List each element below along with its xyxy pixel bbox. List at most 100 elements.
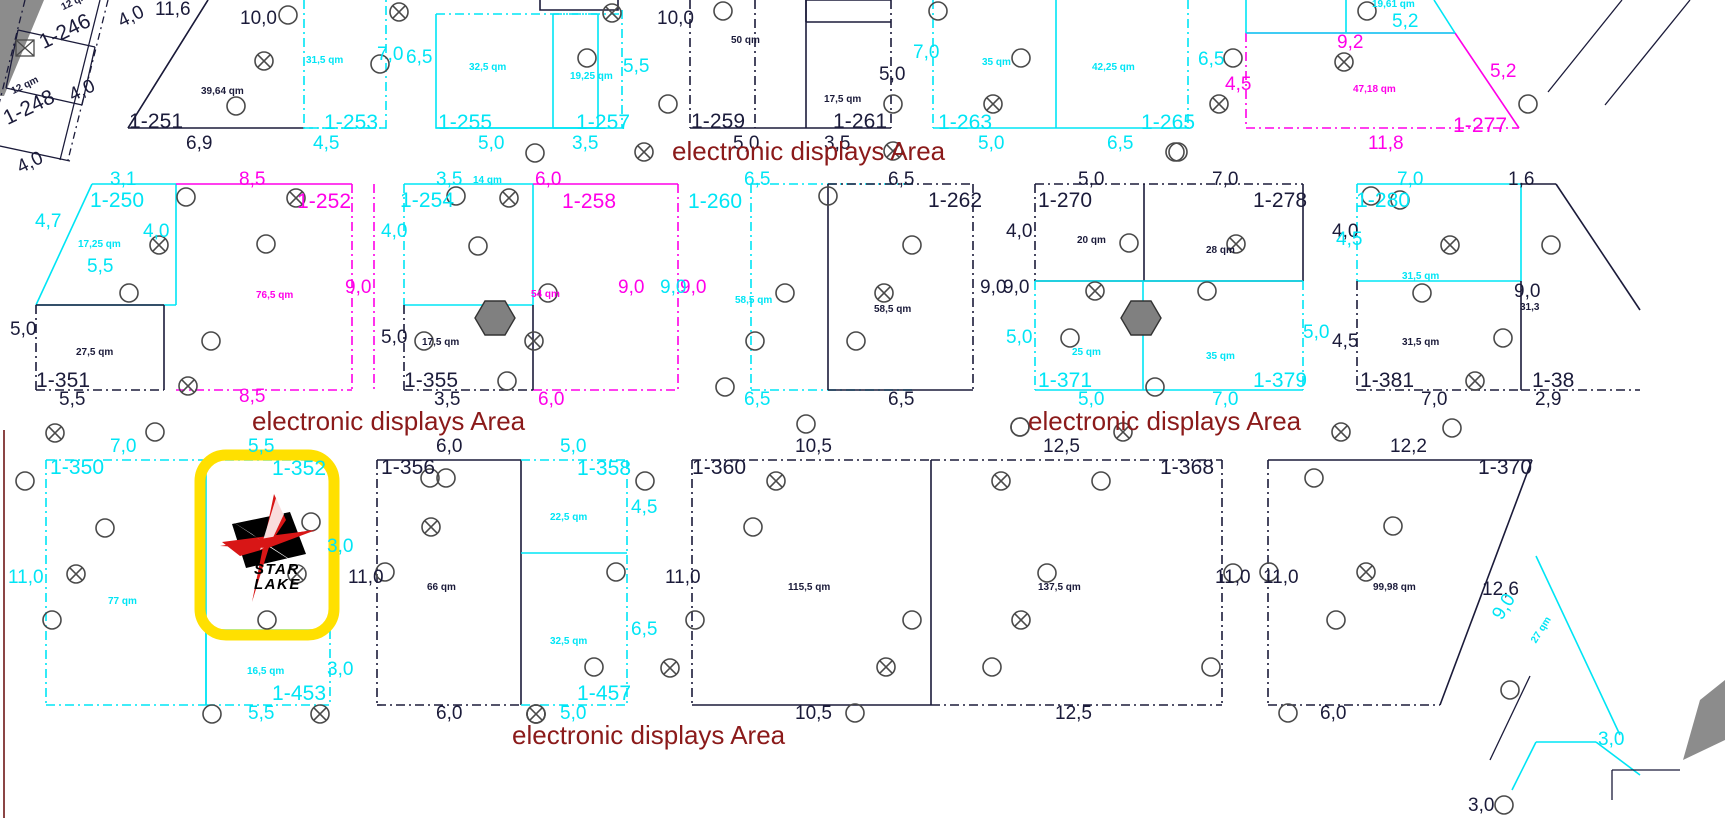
booth-1-254-outline[interactable]: [403, 183, 534, 306]
booth-1-260-outline[interactable]: [750, 183, 913, 391]
dimension-label: 9,0: [980, 277, 1007, 298]
booth-1-262-outline[interactable]: [827, 183, 974, 391]
dimension-label: 6,5: [888, 169, 915, 190]
booth-id-label[interactable]: 1-250: [90, 189, 145, 212]
booth-area-label: 137,5 qm: [1038, 582, 1081, 593]
dimension-label: 1,6: [1508, 169, 1535, 190]
booth-id-label[interactable]: 1-371: [1038, 369, 1093, 392]
dimension-label: 9,2: [1337, 32, 1364, 53]
booth-id-label[interactable]: 1-270: [1038, 189, 1093, 212]
booth-1-358-outline[interactable]: [521, 459, 628, 706]
booth-id-label[interactable]: 1-278: [1253, 189, 1308, 212]
booth-1-38-outline[interactable]: [1521, 183, 1641, 391]
dimension-label: 11,8: [1368, 133, 1404, 154]
booth-area-label: 19,25 qm: [570, 71, 613, 82]
dimension-label: 5,0: [560, 436, 587, 457]
booth-1-360-outline[interactable]: [691, 459, 932, 706]
booth-id-label[interactable]: 1-355: [404, 369, 459, 392]
booth-id-label[interactable]: 1-370: [1478, 456, 1533, 479]
booth-1-261-outline[interactable]: [805, 0, 892, 129]
booth-area-label: 17,5 qm: [422, 337, 460, 348]
booth-1-253-outline[interactable]: [303, 0, 387, 129]
booth-1-252-outline[interactable]: [176, 183, 353, 391]
booth-1-259-outline[interactable]: [689, 0, 807, 129]
booth-id-label[interactable]: 1-255: [438, 111, 493, 134]
dimension-label: 11,0: [1215, 567, 1251, 588]
booth-id-label[interactable]: 1-457: [577, 682, 632, 705]
dimension-label: 10,0: [240, 8, 277, 29]
booth-1-381-outline[interactable]: [1356, 281, 1522, 391]
booth-highlight-rect[interactable]: [194, 449, 340, 641]
booth-1-453-outline[interactable]: [205, 630, 331, 706]
dimension-label: 6,5: [1198, 49, 1225, 70]
booth-area-label: 99,98 qm: [1373, 582, 1416, 593]
dimension-label: 7,0: [913, 42, 940, 63]
dimension-label: 3,0: [327, 659, 354, 680]
booth-id-label[interactable]: 1-259: [691, 110, 746, 133]
area-title-label: electronic displays Area: [672, 136, 946, 166]
dimension-label: 5,0: [1006, 327, 1033, 348]
area-title-label: electronic displays Area: [512, 720, 786, 750]
dimension-label: 9,0: [680, 277, 707, 298]
booth-id-label[interactable]: 1-351: [36, 369, 91, 392]
booth-1-350-outline[interactable]: [45, 459, 207, 706]
booth-area-label: 35 qm: [982, 57, 1011, 68]
socket-icon: [15, 39, 35, 57]
booth-id-label[interactable]: 1-277: [1453, 114, 1508, 137]
booth-top-right-cyan-outline[interactable]: [1245, 0, 1456, 34]
booth-id-label[interactable]: 1-453: [272, 682, 327, 705]
booth-id-label[interactable]: 1-257: [576, 111, 631, 134]
dimension-label: 12,5: [1043, 436, 1080, 457]
dimension-label: 6,0: [436, 703, 463, 724]
booth-id-label[interactable]: 1-265: [1141, 111, 1196, 134]
booth-1-258-outline[interactable]: [373, 183, 679, 391]
dimension-label: 7,0: [1212, 389, 1239, 410]
dimension-label: 5,0: [879, 64, 906, 85]
booth-id-label[interactable]: 1-356: [381, 456, 436, 479]
booth-1-368-outline[interactable]: [931, 459, 1223, 706]
booth-id-label[interactable]: 1-254: [400, 189, 455, 212]
booth-1-280-outline[interactable]: [1356, 183, 1522, 282]
dimension-label: 10,0: [657, 8, 694, 29]
dimension-label: 9,0: [345, 277, 372, 298]
booth-1-355-outline[interactable]: [403, 305, 534, 391]
dimension-label: 11,6: [155, 0, 191, 20]
booth-id-label[interactable]: 1-252: [297, 190, 352, 213]
booth-bottom-right-cyan[interactable]: [1511, 555, 1641, 791]
booth-1-356-outline[interactable]: [376, 459, 522, 706]
dimension-label: 5,0: [1303, 322, 1330, 343]
bottom-right-diagonals: [1489, 675, 1680, 800]
booth-id-label[interactable]: 1-352: [272, 457, 327, 480]
dimension-label: 4,0: [1332, 221, 1359, 242]
dimension-label: 12,5: [1055, 703, 1092, 724]
dimension-label: 5,0: [1078, 389, 1105, 410]
dimension-label: 7,0: [1212, 169, 1239, 190]
booth-id-label[interactable]: 1-381: [1360, 369, 1415, 392]
booth-1-351-outline[interactable]: [35, 304, 165, 391]
booth-id-label[interactable]: 1-280: [1356, 189, 1411, 212]
booth-id-label[interactable]: 1-258: [562, 190, 617, 213]
booth-id-label[interactable]: 1-360: [692, 456, 747, 479]
booth-id-label[interactable]: 1-253: [324, 111, 379, 134]
booth-id-label[interactable]: 1-350: [50, 456, 105, 479]
booth-id-label[interactable]: 1-251: [129, 110, 184, 133]
booth-1-370-outline[interactable]: [1267, 459, 1533, 706]
booth-1-251-outline[interactable]: [127, 0, 304, 129]
dimension-label: 5,5: [623, 56, 650, 77]
booth-id-label[interactable]: 1-368: [1160, 456, 1215, 479]
booth-id-label[interactable]: 1-262: [928, 189, 983, 212]
booth-id-label[interactable]: 1-260: [688, 190, 743, 213]
dimension-label: 5,2: [1392, 11, 1419, 32]
dimension-label: 5,0: [478, 133, 505, 154]
dimension-label: 6,0: [538, 389, 565, 410]
booth-1-263-outline[interactable]: [932, 0, 1188, 129]
booth-id-label[interactable]: 1-358: [577, 457, 632, 480]
booth-id-label[interactable]: 1-263: [938, 111, 993, 134]
booth-id-label[interactable]: 1-379: [1253, 369, 1308, 392]
dimension-label: 5,0: [381, 327, 408, 348]
booth-area-label: 39,64 qm: [201, 86, 244, 97]
booth-id-label[interactable]: 1-261: [833, 110, 888, 133]
booth-id-label[interactable]: 1-38: [1532, 369, 1575, 392]
